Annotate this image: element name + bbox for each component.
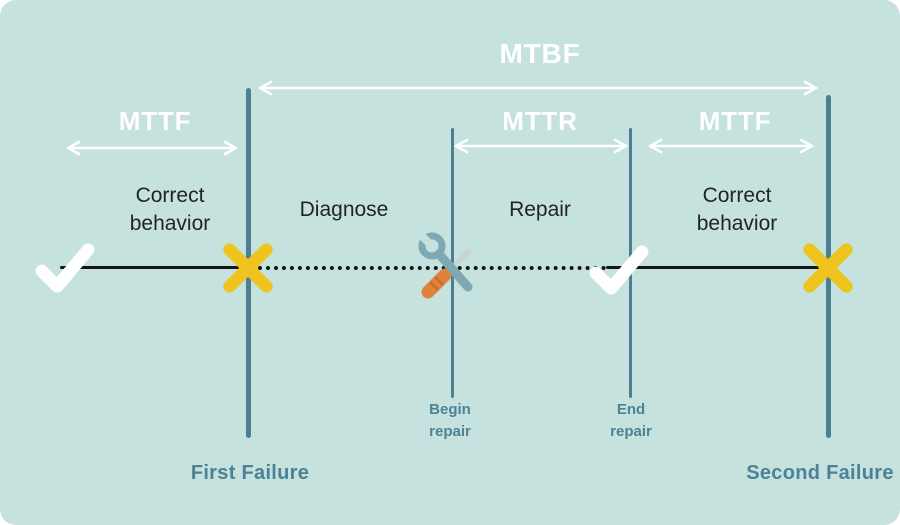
second-failure-x-icon: [803, 243, 853, 293]
first-failure-x-icon: [223, 243, 273, 293]
mttf-right-span-arrow: [648, 138, 814, 154]
mttr-label: MTTR: [502, 106, 578, 136]
end-repair-line1: End: [616, 401, 646, 418]
mttf-right-label: MTTF: [698, 106, 772, 136]
correct-behavior-left-label: Correct behavior: [130, 182, 211, 239]
check-icon-post-repair: [589, 245, 649, 295]
end-repair-label: End repair: [610, 399, 652, 443]
timeline-dotted-repair: [250, 266, 606, 270]
begin-repair-label: Begin repair: [429, 399, 471, 443]
correct-behavior-right-line2: behavior: [696, 212, 778, 236]
mttf-left-label: MTTF: [118, 106, 192, 136]
mtbf-label: MTBF: [499, 38, 581, 69]
end-repair-line2: repair: [610, 422, 652, 440]
first-failure-label: First Failure: [190, 462, 310, 484]
second-failure-label: Second Failure: [746, 462, 894, 484]
mtbf-span-arrow: [258, 80, 818, 96]
repair-label: Repair: [509, 198, 571, 221]
timeline-solid-right: [606, 266, 828, 269]
timeline-solid-left: [60, 266, 248, 269]
mttr-span-arrow: [454, 138, 628, 154]
diagnose-label: Diagnose: [299, 198, 389, 221]
mttf-left-span-arrow: [66, 140, 238, 156]
correct-behavior-left-line1: Correct: [135, 184, 205, 207]
correct-behavior-right-line1: Correct: [702, 184, 772, 207]
begin-repair-line1: Begin: [429, 401, 471, 418]
repair-tools-icon: [414, 228, 473, 299]
correct-behavior-right-label: Correct behavior: [697, 182, 778, 239]
begin-repair-line2: repair: [429, 422, 471, 440]
correct-behavior-left-line2: behavior: [129, 212, 211, 236]
check-icon-start: [35, 243, 95, 293]
